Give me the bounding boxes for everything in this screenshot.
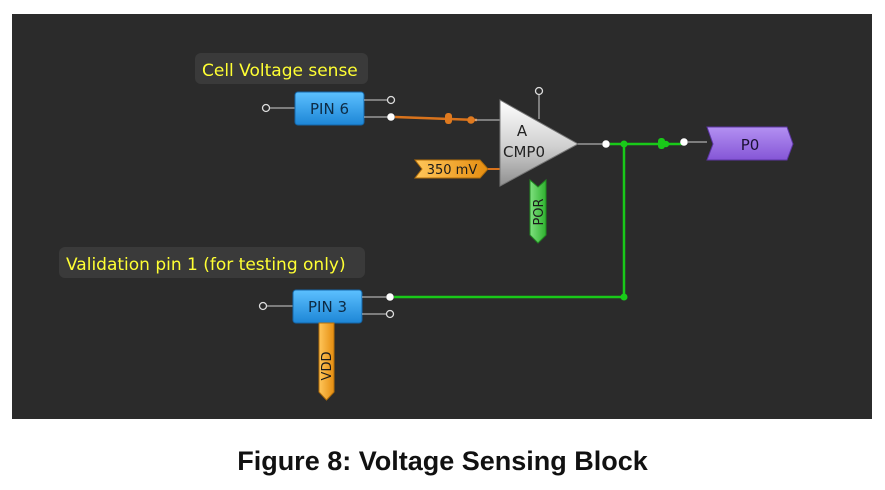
pin3-left-terminal[interactable] bbox=[258, 301, 268, 311]
wire-junction-bottom bbox=[620, 293, 628, 301]
por-label: POR bbox=[532, 198, 547, 225]
pin3-out-terminal[interactable] bbox=[386, 293, 394, 301]
output-terminal[interactable] bbox=[680, 138, 688, 146]
comparator-cmp0[interactable] bbox=[499, 99, 580, 187]
pin3-label: PIN 3 bbox=[308, 298, 347, 316]
pin6-label: PIN 6 bbox=[310, 100, 349, 118]
output-p0-label: P0 bbox=[741, 136, 760, 154]
analog-wire[interactable] bbox=[394, 115, 478, 122]
cmp-top-terminal[interactable] bbox=[534, 86, 544, 96]
cmp-out-terminal[interactable] bbox=[602, 140, 610, 148]
schematic-canvas: Cell Voltage sense PIN 6 350 mV A CMP0 P… bbox=[12, 14, 872, 419]
validation-label: Validation pin 1 (for testing only) bbox=[66, 255, 346, 275]
comparator-name-label: CMP0 bbox=[503, 143, 545, 161]
vdd-label: VDD bbox=[320, 352, 335, 381]
validation-label-box bbox=[59, 247, 365, 278]
pin6-block[interactable] bbox=[294, 91, 365, 126]
wire-junction-top bbox=[620, 140, 628, 148]
comparator-a-label: A bbox=[517, 122, 528, 140]
analog-wire-joint bbox=[445, 113, 452, 124]
pin6-top-terminal[interactable] bbox=[386, 95, 396, 105]
figure-caption: Figure 8: Voltage Sensing Block bbox=[237, 446, 648, 476]
cell-voltage-label: Cell Voltage sense bbox=[202, 61, 358, 81]
pin6-left-terminal[interactable] bbox=[261, 103, 271, 113]
canvas-background bbox=[12, 14, 872, 419]
reference-tag bbox=[413, 159, 489, 179]
reference-label: 350 mV bbox=[427, 163, 478, 178]
por-tag bbox=[529, 178, 547, 244]
vdd-tag bbox=[318, 322, 335, 401]
pin6-out-terminal[interactable] bbox=[387, 113, 395, 121]
output-p0-tag[interactable] bbox=[706, 126, 794, 161]
pin3-bottom-terminal[interactable] bbox=[385, 309, 395, 319]
analog-wire-node bbox=[467, 116, 475, 124]
cell-voltage-label-box bbox=[195, 53, 368, 84]
digital-wire-joint bbox=[658, 138, 665, 149]
digital-wire-node bbox=[662, 140, 670, 148]
